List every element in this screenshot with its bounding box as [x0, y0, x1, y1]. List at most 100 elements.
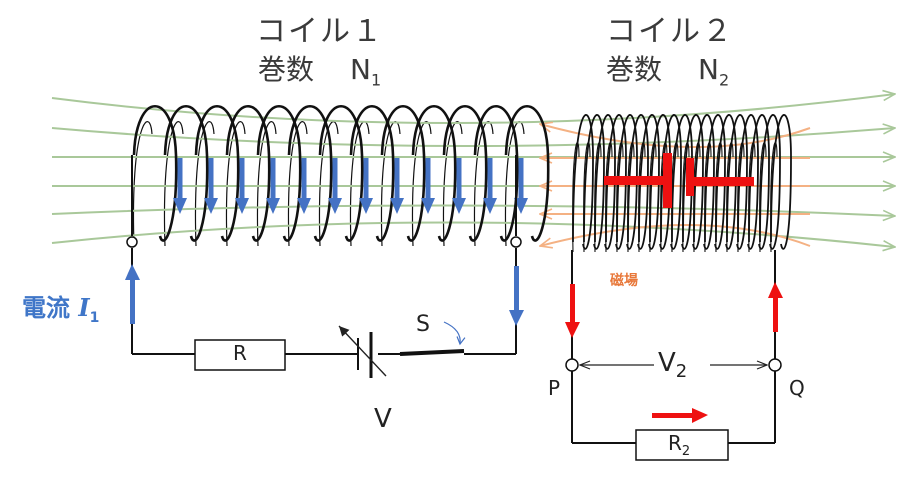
- coil1-front-strand: [287, 105, 333, 242]
- coil1-current-arrow-shaft: [239, 158, 245, 200]
- switch-s: [399, 321, 466, 356]
- field-lines: [51, 94, 895, 247]
- coil1-current-arrow-head: [173, 198, 187, 214]
- coil2-front-strand: [649, 114, 671, 250]
- coil2-front-strand: [627, 114, 649, 250]
- terminal-p-node: [565, 358, 579, 372]
- coil1-current-arrow-head: [204, 198, 218, 214]
- switch-s-label: S: [416, 312, 430, 337]
- coil1-turns-sub: 1: [370, 70, 382, 90]
- coil1-current-arrow-head: [514, 198, 528, 214]
- coil1-current-arrow-head: [235, 198, 249, 214]
- coil1-back-strand: [442, 121, 463, 247]
- field-line: [51, 221, 895, 247]
- induced-field-line: [540, 224, 811, 246]
- coil1-back-strand: [411, 121, 432, 247]
- coil1-current-arrow-shaft: [270, 158, 276, 200]
- coil1-front-strand: [473, 105, 519, 242]
- terminal-q-label: Q: [789, 376, 805, 400]
- coil1-current-arrow-shaft: [363, 158, 369, 200]
- coil1-front-strands: [132, 105, 550, 242]
- coil2-front-strand: [748, 114, 770, 250]
- voltage-source-label: V: [374, 404, 392, 434]
- coil2-front-strand: [737, 114, 759, 250]
- coil1-front-strand: [442, 105, 488, 242]
- variable-voltage-source: [338, 325, 387, 378]
- magnetic-field-label: 磁場: [610, 273, 638, 289]
- field-line: [51, 128, 895, 147]
- coil2-front-strand: [638, 114, 660, 250]
- coil1-turns-symbol: N: [350, 53, 371, 86]
- coil2-front-strand: [704, 114, 726, 250]
- coil1-back-strand: [504, 121, 525, 247]
- resistor-r2-sub: 2: [681, 444, 691, 459]
- current-label-sub: 1: [89, 309, 100, 326]
- coil2-front-strand: [572, 114, 594, 250]
- coil2-turns: 巻数 N2: [606, 48, 729, 90]
- coil1-current-arrow-shaft: [301, 158, 307, 200]
- v2-label: V2: [656, 348, 690, 383]
- coil1-back-strand: [163, 121, 184, 247]
- coil1-back-strand: [132, 121, 153, 247]
- coil1-current-arrow-shaft: [394, 158, 400, 200]
- terminal-q-node: [768, 358, 782, 372]
- coil1-back-strand: [473, 121, 494, 247]
- coil1-back-strand: [194, 121, 215, 247]
- coil1-title: コイル１: [256, 14, 384, 49]
- coil1-terminal-right: [510, 236, 522, 248]
- resistor-r2-symbol: R: [668, 431, 682, 455]
- coil1-current-arrow-head: [390, 198, 404, 214]
- coil1-front-strand: [504, 105, 550, 242]
- coil2-turns-label: 巻数: [606, 53, 663, 86]
- coil1-current-arrow-head: [297, 198, 311, 214]
- coil1-current-arrow-head: [359, 198, 373, 214]
- v2-sub: 2: [675, 361, 688, 383]
- induced-current-arrows: [565, 282, 783, 423]
- coil1-back-strand: [225, 121, 246, 247]
- coil2-front-strand: [693, 114, 715, 250]
- coil1-current-arrow-shaft: [518, 158, 524, 200]
- resistor-r2: [635, 429, 729, 461]
- coil1-front-strand: [163, 105, 209, 242]
- field-line: [51, 204, 895, 216]
- coil1-front-strand: [411, 105, 457, 242]
- coil1-current-arrow-head: [266, 198, 280, 214]
- coil1-current-arrow-head: [328, 198, 342, 214]
- coil2-front-strand: [759, 114, 781, 250]
- coil1-front-strand: [132, 105, 178, 242]
- resistor-r: [194, 339, 286, 371]
- coil2-front-strand: [605, 114, 627, 250]
- coil2-turns-sub: 2: [718, 70, 730, 90]
- coil2-front-strand: [726, 114, 748, 250]
- coil2-turns-symbol: N: [698, 53, 719, 86]
- coil2-front-strand: [583, 114, 605, 250]
- induced-magnet-symbol: [604, 153, 754, 208]
- coil1-front-strand: [194, 105, 240, 242]
- coil1-back-strand: [349, 121, 370, 247]
- coil1-front-strand: [225, 105, 271, 242]
- coil1-current-arrow-shaft: [425, 158, 431, 200]
- current-label-text: 電流: [22, 294, 70, 322]
- coil1-current-arrow-shaft: [208, 158, 214, 200]
- coil1-current-arrow-shaft: [456, 158, 462, 200]
- terminal-p-label: P: [548, 376, 561, 400]
- coil2-front-strand: [770, 114, 792, 250]
- coil1-current-arrow-head: [483, 198, 497, 214]
- coil1-front-strand: [318, 105, 364, 242]
- coil1-current-arrow-shaft: [487, 158, 493, 200]
- resistor-r-label: R: [233, 341, 247, 365]
- v2-symbol: V: [658, 348, 676, 378]
- coil1-current-arrow-head: [421, 198, 435, 214]
- coil2-front-strand: [616, 114, 638, 250]
- coil2-front-strand: [671, 114, 693, 250]
- coil1-front-strand: [256, 105, 302, 242]
- coil1-back-strand: [380, 121, 401, 247]
- resistor-r2-label: R2: [668, 431, 690, 459]
- coil2-front-strand: [594, 114, 616, 250]
- current-label: 電流 I1: [22, 288, 99, 326]
- coil1-current-arrows: [173, 158, 528, 214]
- coil1-current-arrow-shaft: [177, 158, 183, 200]
